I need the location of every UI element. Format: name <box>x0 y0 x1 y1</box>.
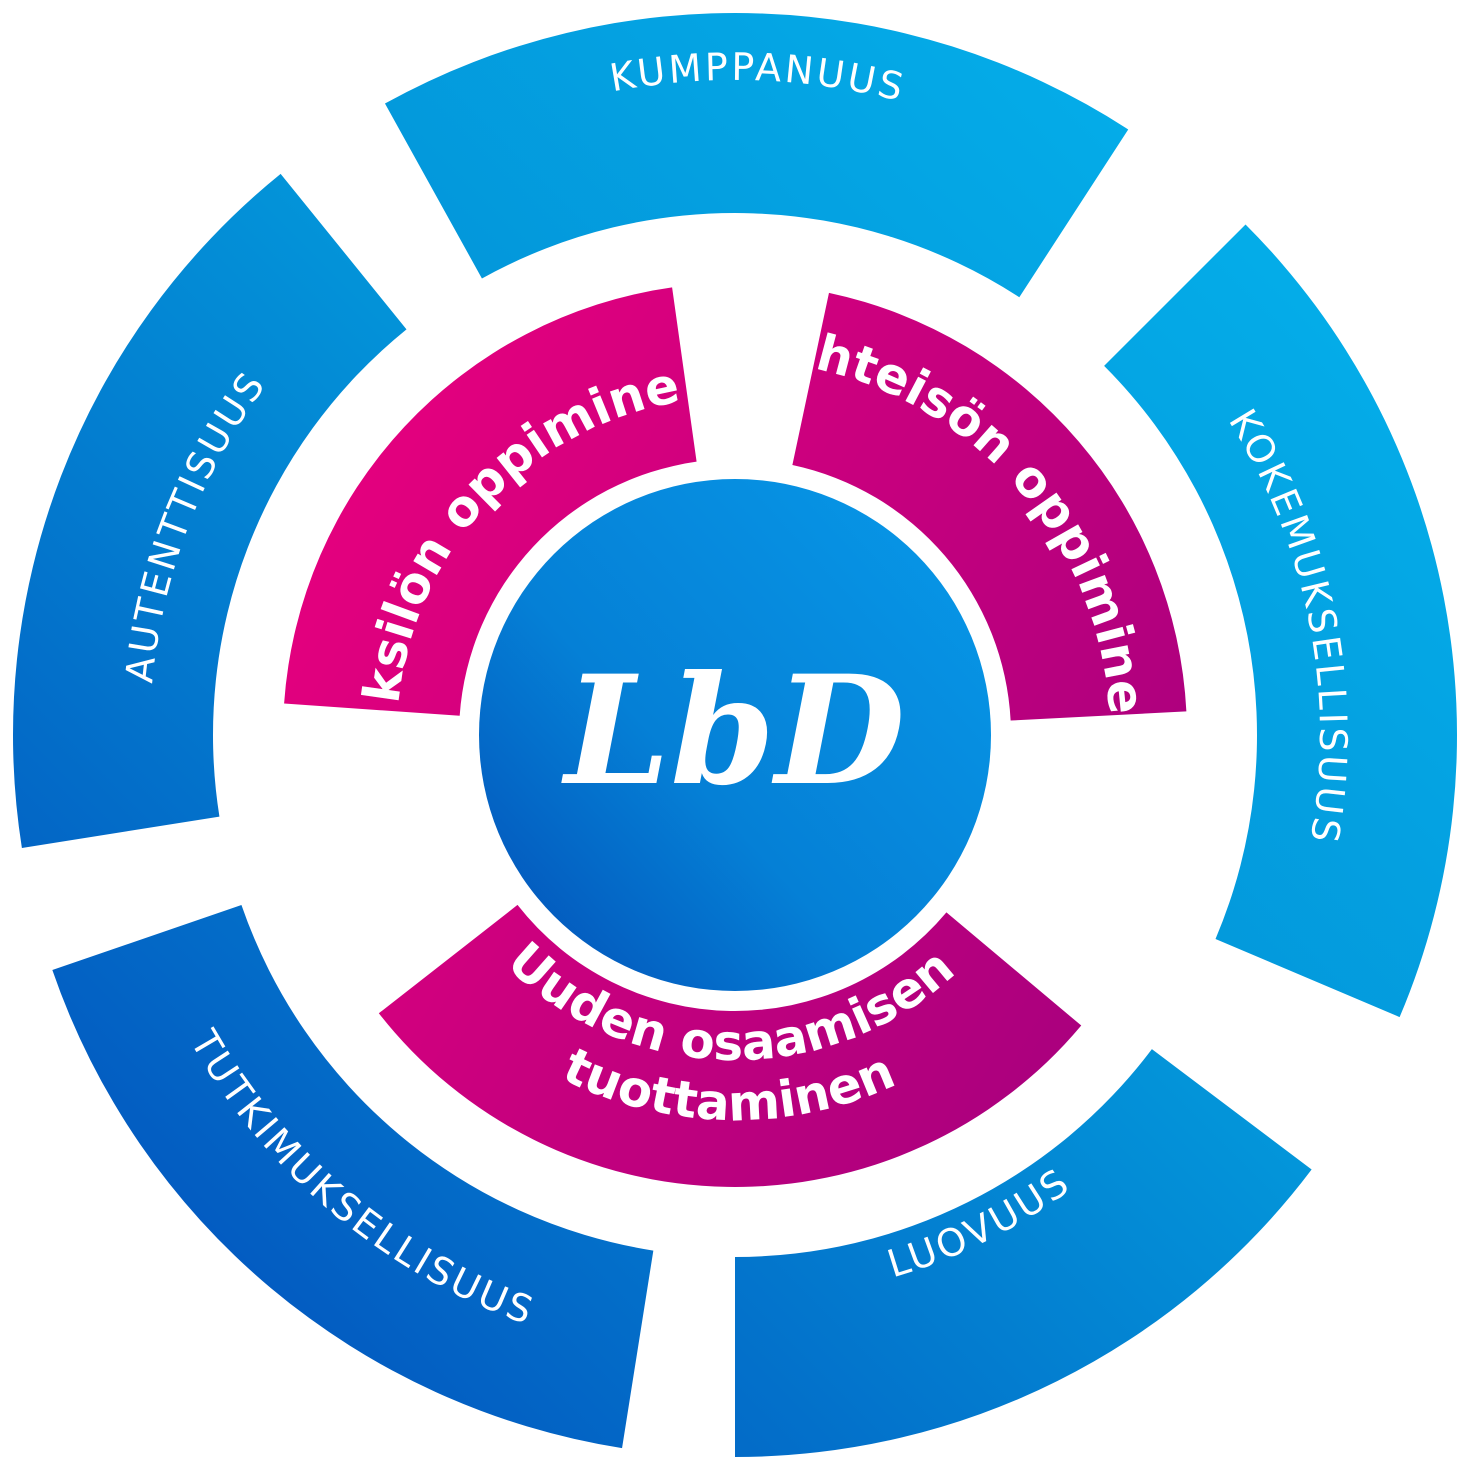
segment-luovuus <box>735 1049 1312 1457</box>
segment-kumppanuus <box>384 13 1129 298</box>
segment-autenttisuus <box>13 173 407 848</box>
segment-yhteison-oppiminen <box>792 292 1187 721</box>
segment-uuden-osaamisen-tuottaminen <box>378 904 1082 1187</box>
segment-tutkimuksellisuus <box>52 904 654 1449</box>
center-hub: LbD <box>479 479 991 991</box>
segment-kokemuksellisuus <box>1104 224 1457 1018</box>
segment-yksilon-oppiminen <box>284 287 697 716</box>
center-circle <box>479 479 991 991</box>
center-label-lbd: LbD <box>561 643 905 819</box>
